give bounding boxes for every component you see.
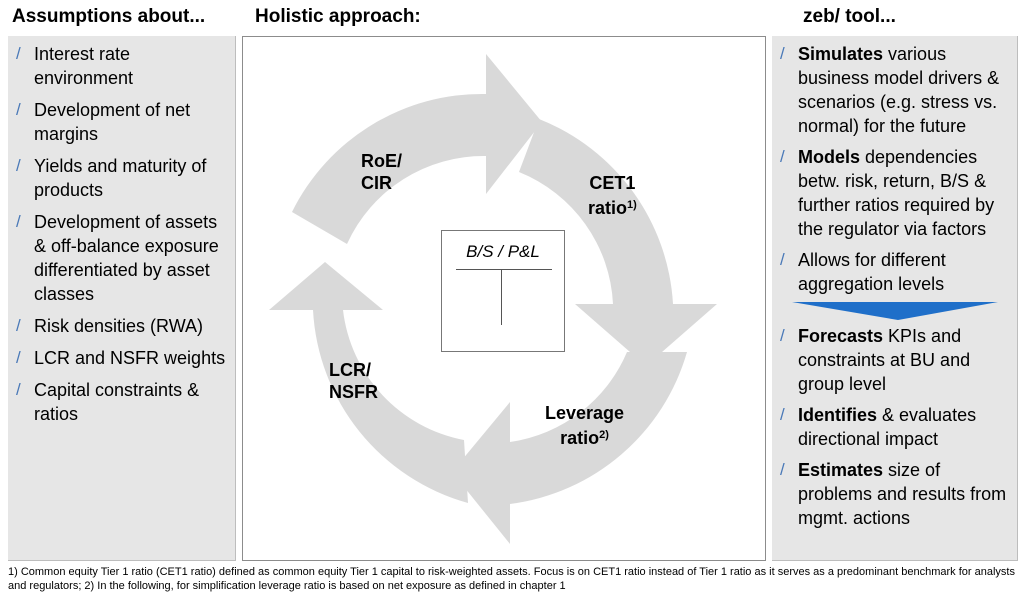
list-item: /Development of assets & off-balance exp… — [16, 212, 219, 304]
arrow-top — [292, 54, 542, 244]
cet1-ratio-label: CET1 ratio1) — [588, 173, 637, 218]
tool-outputs-list: /Forecasts KPIs and constraints at BU an… — [773, 324, 1018, 537]
leverage-ratio-label: Leverage ratio2) — [545, 403, 625, 448]
bullet-slash-icon: / — [780, 250, 785, 269]
arrow-bottom — [452, 352, 687, 544]
balance-sheet-title: B/S / P&L — [466, 242, 540, 261]
arrow-right — [519, 119, 717, 366]
bullet-slash-icon: / — [780, 326, 785, 345]
zeb-tool-heading: zeb/ tool... — [803, 6, 896, 27]
t-account-vertical — [501, 269, 502, 325]
zeb-tool-panel — [772, 36, 1018, 561]
bullet-slash-icon: / — [16, 156, 21, 175]
bullet-slash-icon: / — [16, 212, 21, 231]
list-item: /Yields and maturity of products — [16, 156, 207, 200]
tool-capabilities-list: /Simulates various business model driver… — [773, 42, 1018, 303]
holistic-approach-heading: Holistic approach: — [255, 6, 421, 27]
lcr-nsfr-label: LCR/NSFR — [329, 360, 378, 402]
bullet-slash-icon: / — [16, 44, 21, 63]
arrow-left — [269, 262, 468, 503]
assumptions-panel — [8, 36, 236, 561]
bullet-slash-icon: / — [780, 460, 785, 479]
bullet-slash-icon: / — [780, 44, 785, 63]
list-item: /Simulates various business model driver… — [780, 44, 1000, 136]
list-item: /Forecasts KPIs and constraints at BU an… — [780, 326, 971, 394]
assumptions-heading: Assumptions about... — [12, 6, 206, 27]
roe-cir-label: RoE/CIR — [361, 151, 403, 193]
t-account-horizontal — [456, 269, 552, 270]
list-item: /Risk densities (RWA) — [16, 316, 204, 336]
bullet-slash-icon: / — [16, 380, 21, 399]
assumptions-list: /Interest rate environment /Development … — [9, 42, 233, 434]
list-item: /Models dependencies betw. risk, return,… — [780, 147, 995, 239]
list-item: /LCR and NSFR weights — [16, 348, 226, 368]
list-item: /Estimates size of problems and results … — [780, 460, 1007, 528]
list-item: /Development of net margins — [16, 100, 191, 144]
bullet-slash-icon: / — [780, 147, 785, 166]
list-item: /Allows for different aggregation levels — [780, 250, 946, 294]
bullet-slash-icon: / — [16, 316, 21, 335]
list-item: /Interest rate environment — [16, 44, 134, 88]
balance-sheet-box: B/S / P&L — [441, 230, 565, 352]
footnote: 1) Common equity Tier 1 ratio (CET1 rati… — [8, 566, 1015, 592]
list-item: /Capital constraints & ratios — [16, 380, 200, 424]
bullet-slash-icon: / — [16, 100, 21, 119]
bullet-slash-icon: / — [780, 405, 785, 424]
transition-arrow-icon — [792, 302, 998, 320]
list-item: /Identifies & evaluates directional impa… — [780, 405, 977, 449]
bullet-slash-icon: / — [16, 348, 21, 367]
